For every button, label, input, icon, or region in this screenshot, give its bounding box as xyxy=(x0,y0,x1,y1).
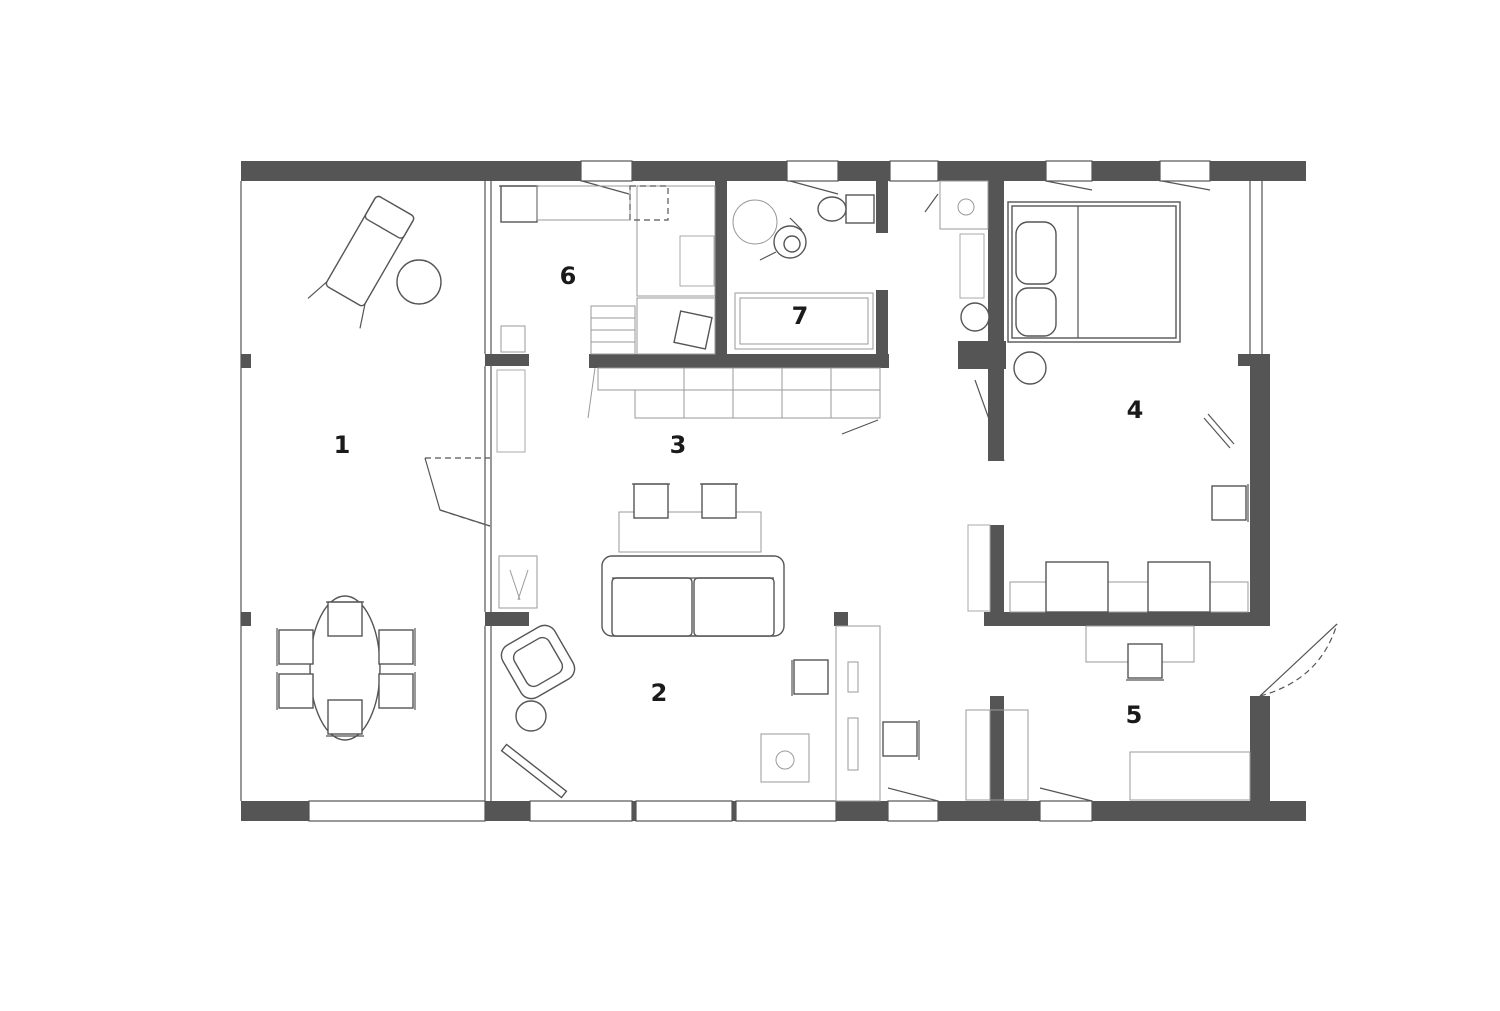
room-1-furniture xyxy=(276,195,442,741)
room-5-furniture xyxy=(965,625,1251,801)
doors xyxy=(424,180,1338,802)
interior-walls xyxy=(484,181,1270,821)
room-label-7: 7 xyxy=(792,302,809,330)
dining-chairs xyxy=(276,601,416,737)
room-label-2: 2 xyxy=(651,679,668,707)
room-labels: 1 2 3 4 5 6 7 xyxy=(334,262,1144,729)
room-3-storage xyxy=(587,367,881,419)
room-6-furniture xyxy=(499,185,716,355)
room-2-furniture xyxy=(496,369,920,802)
room-label-1: 1 xyxy=(334,431,351,459)
room-4-furniture xyxy=(939,180,1249,613)
exterior-walls xyxy=(240,160,1306,822)
room-label-5: 5 xyxy=(1126,701,1143,729)
room-7-furniture xyxy=(732,194,875,350)
room-label-4: 4 xyxy=(1127,396,1144,424)
room-label-3: 3 xyxy=(670,431,687,459)
room-label-6: 6 xyxy=(560,262,577,290)
